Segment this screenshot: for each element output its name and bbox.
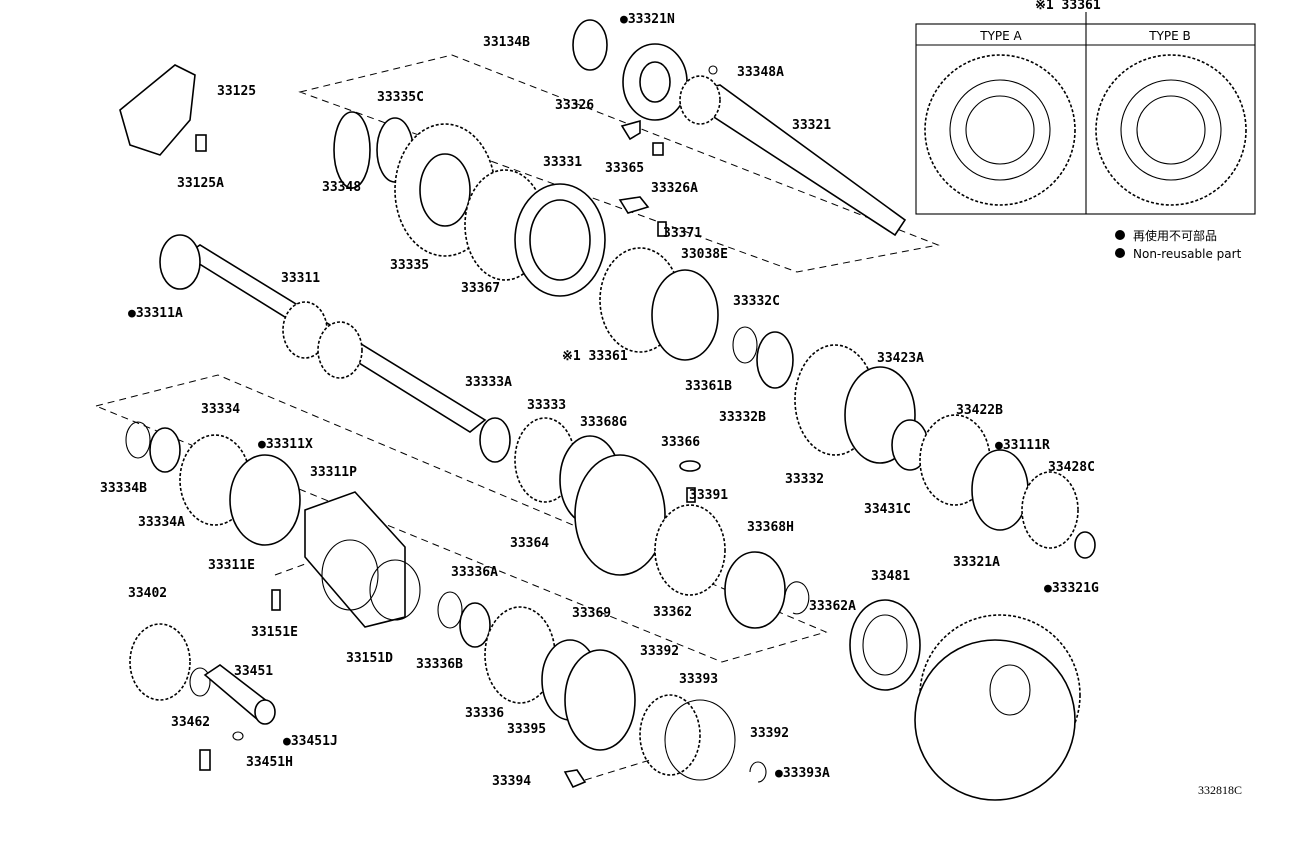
part-label: 33326: [555, 98, 594, 113]
non-reusable-bullet-icon: [1115, 230, 1125, 240]
part-label: 33393: [679, 672, 718, 687]
differential-33481: [849, 599, 1081, 801]
part-label: 33334B: [100, 481, 147, 496]
part-label: 33391: [689, 488, 728, 503]
misc-parts: [119, 19, 718, 503]
group-outline-lower: [94, 374, 828, 663]
part-label: 33151D: [346, 651, 393, 666]
part-label: 33336A: [451, 565, 498, 580]
part-label: 33321A: [953, 555, 1000, 570]
part-label: 33332B: [719, 410, 766, 425]
part-label: 33332: [785, 472, 824, 487]
legend: 再使用不可部品 Non-reusable part: [1115, 228, 1242, 261]
part-label: 33394: [492, 774, 531, 789]
part-label: 33402: [128, 586, 167, 601]
inset-type-b-label: TYPE B: [1148, 29, 1191, 43]
part-label: 33326A: [651, 181, 698, 196]
part-label: 33367: [461, 281, 500, 296]
part-label: 33333: [527, 398, 566, 413]
part-label: 33423A: [877, 351, 924, 366]
part-label: 33371: [663, 226, 702, 241]
part-label: 33368H: [747, 520, 794, 535]
part-label: 33428C: [1048, 460, 1095, 475]
part-label: 33335: [390, 258, 429, 273]
part-label: 33348A: [737, 65, 784, 80]
part-label: 33392: [640, 644, 679, 659]
part-label: ●33321G: [1044, 581, 1099, 596]
part-label: 33334: [201, 402, 240, 417]
part-label: 33481: [871, 569, 910, 584]
part-label: 33311: [281, 271, 320, 286]
input-shaft-33321: [622, 43, 907, 237]
part-label: 33125A: [177, 176, 224, 191]
legend-japanese: 再使用不可部品: [1133, 228, 1217, 243]
part-label: 33151E: [251, 625, 298, 640]
figure-code: 332818C: [1198, 783, 1242, 797]
gear-stack-upper: [333, 111, 1096, 559]
part-label: 33368G: [580, 415, 627, 430]
part-label: 33451: [234, 664, 273, 679]
part-labels: 33134B ●33321N 33348A 33326 33321 33326A 33365…: [100, 12, 1099, 789]
part-label: 33311E: [208, 558, 255, 573]
part-label: 33365: [605, 161, 644, 176]
part-label: 33422B: [956, 403, 1003, 418]
part-label: 33336: [465, 706, 504, 721]
inset-type-a-label: TYPE A: [979, 29, 1022, 43]
gear-stack-middle: [479, 417, 810, 629]
part-label: 33362A: [809, 599, 856, 614]
part-label: 33395: [507, 722, 546, 737]
part-label: 33311P: [310, 465, 357, 480]
part-label: 33334A: [138, 515, 185, 530]
part-label: 33364: [510, 536, 549, 551]
part-label: 33336B: [416, 657, 463, 672]
legend-english: Non-reusable part: [1133, 247, 1242, 261]
part-label: 33335C: [377, 90, 424, 105]
non-reusable-bullet-icon: [1115, 248, 1125, 258]
part-label: ●33451J: [283, 734, 338, 749]
part-label: ●33393A: [775, 766, 830, 781]
gear-stack-lower-center: [437, 591, 767, 789]
part-label: 33134B: [483, 35, 530, 50]
part-label: 33361B: [685, 379, 732, 394]
part-label: 33462: [171, 715, 210, 730]
part-label: 33332C: [733, 294, 780, 309]
part-label: 33331: [543, 155, 582, 170]
part-label: 33431C: [864, 502, 911, 517]
output-shaft-33311: [159, 234, 487, 433]
inset-callout: ※1 33361: [1035, 0, 1101, 13]
part-label: ●33321N: [620, 12, 675, 27]
part-label: ●33311X: [258, 437, 313, 452]
part-label: ※1 33361: [562, 349, 628, 364]
part-label: 33333A: [465, 375, 512, 390]
gear-stack-lower-left: [125, 421, 421, 771]
part-label: 33125: [217, 84, 256, 99]
inset-33361-types: TYPE A TYPE B ※1 33361: [915, 0, 1256, 215]
part-label: 33348: [322, 180, 361, 195]
part-label: 33038E: [681, 247, 728, 262]
part-label: ●33311A: [128, 306, 183, 321]
part-label: 33366: [661, 435, 700, 450]
part-label: 33362: [653, 605, 692, 620]
part-label: 33369: [572, 606, 611, 621]
part-label: ●33111R: [995, 438, 1050, 453]
part-label: 33392: [750, 726, 789, 741]
part-label: 33451H: [246, 755, 293, 770]
part-label: 33321: [792, 118, 831, 133]
